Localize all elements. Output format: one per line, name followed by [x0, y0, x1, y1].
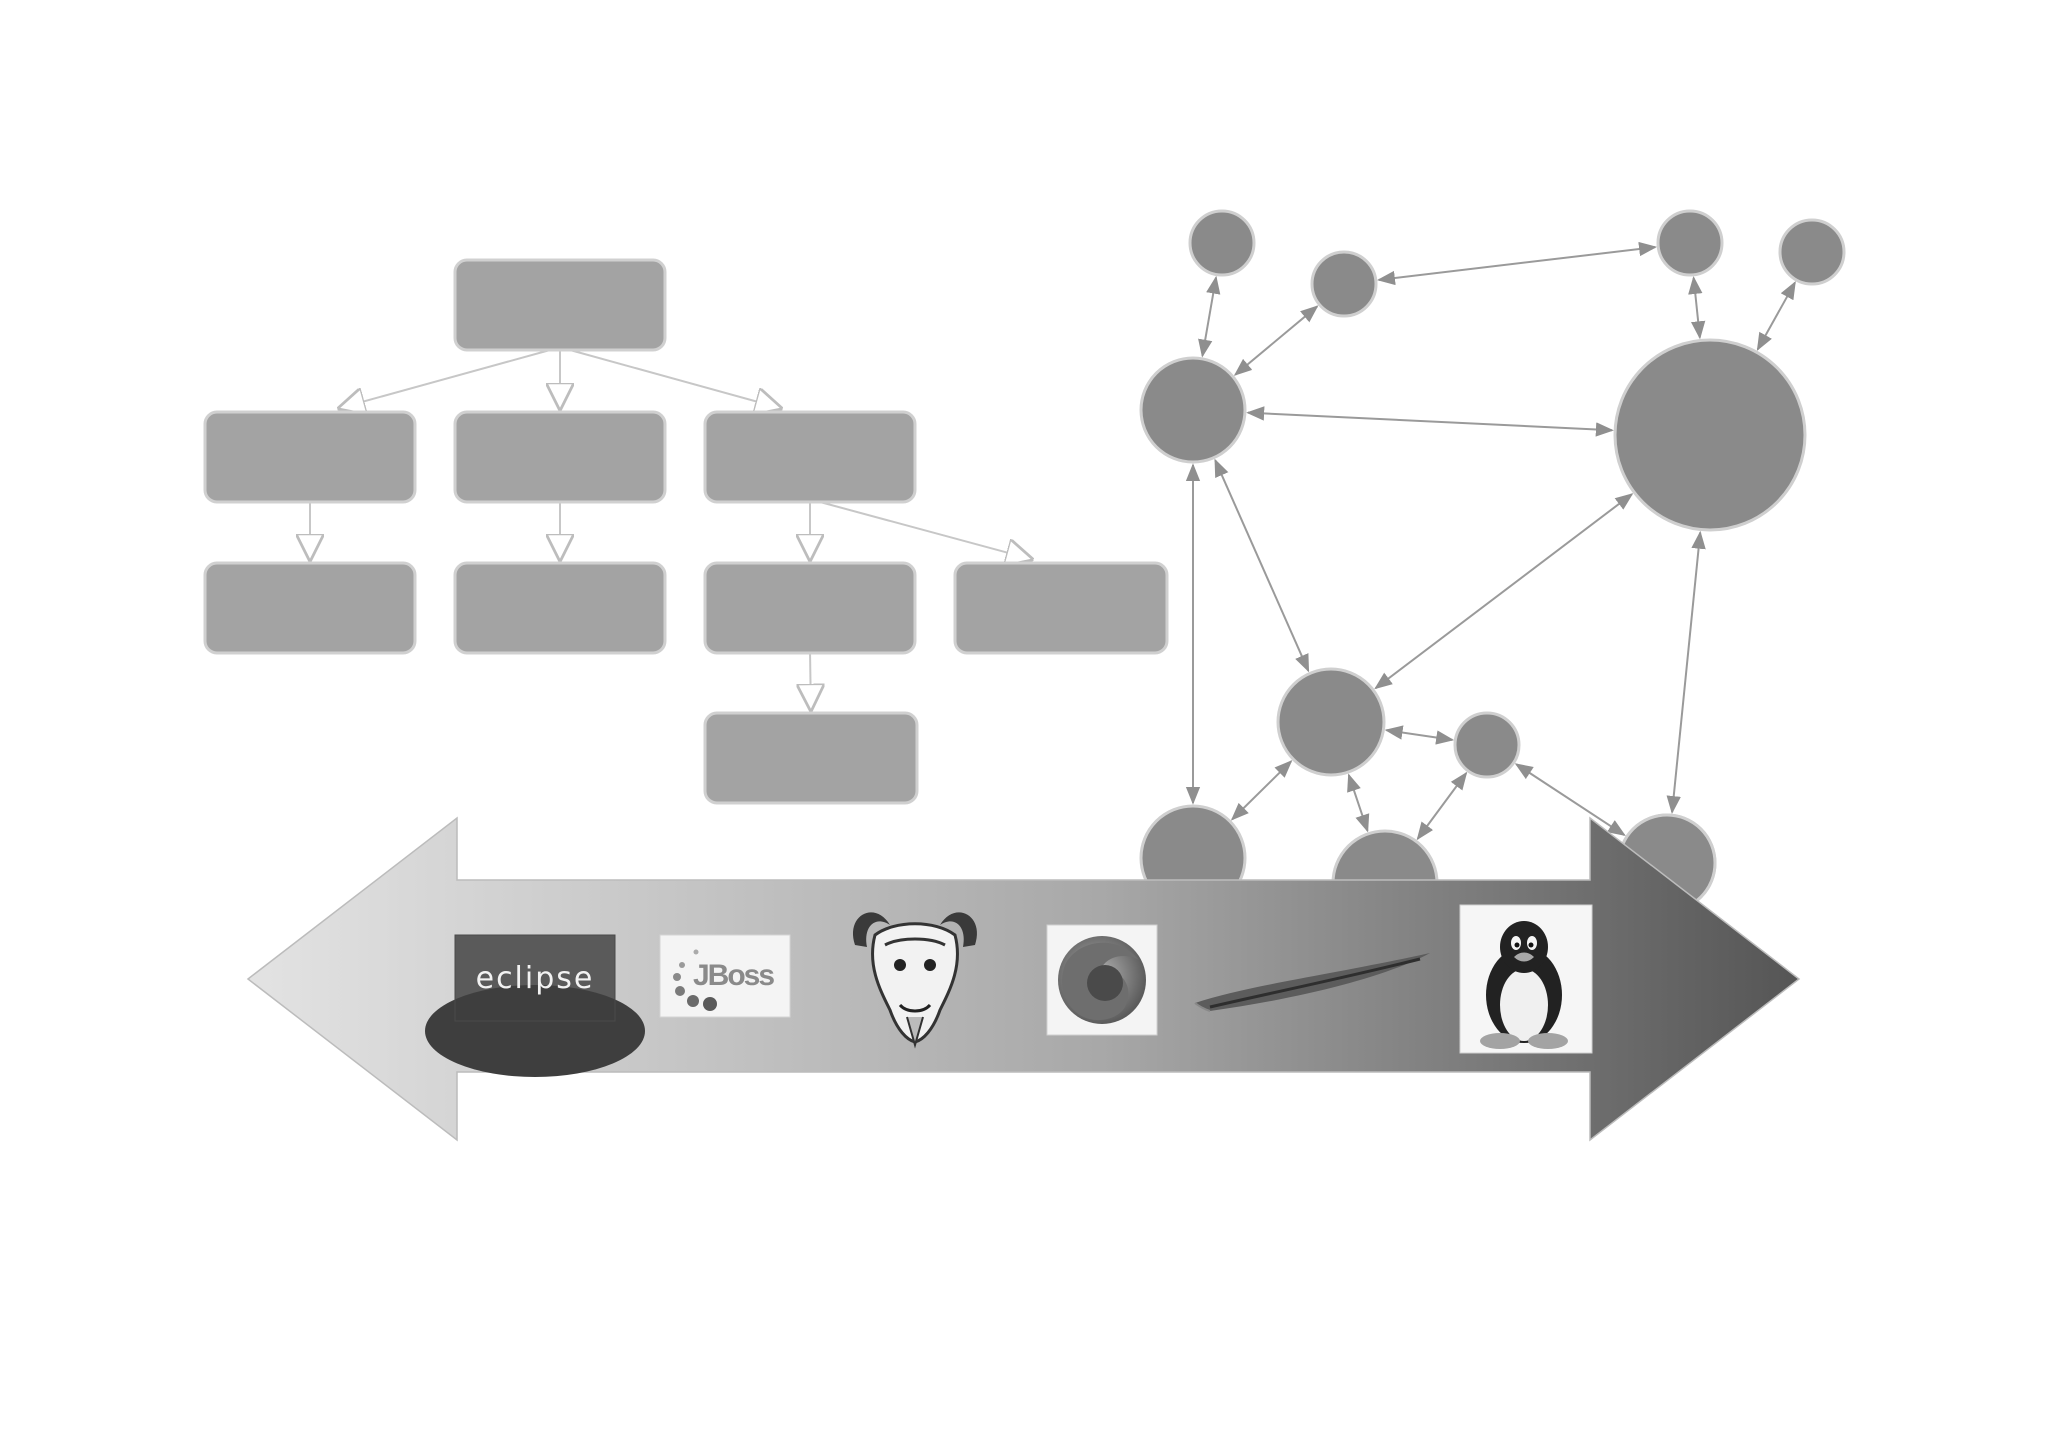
graph-edge: [1688, 276, 1706, 340]
graph-edge: [1756, 280, 1796, 351]
tux-linux-logo: [1459, 904, 1593, 1054]
tree-box: [453, 410, 667, 504]
graph-edge: [1374, 493, 1634, 690]
apache-feather-logo: [1194, 953, 1430, 1012]
tree-box: [203, 561, 417, 655]
graph-edges: [1185, 241, 1796, 841]
graph-edge: [1233, 305, 1319, 376]
double-arrow: [246, 816, 1801, 1142]
jboss-logo: JBoss: [659, 934, 791, 1018]
tree-box: [703, 410, 917, 504]
tree-box: [703, 711, 919, 805]
tree-edge: [819, 501, 1031, 559]
eclipse-logo: eclipse: [425, 934, 645, 1077]
graph-edge: [1214, 458, 1310, 673]
graph-edge: [1246, 406, 1614, 437]
tree-edge: [569, 349, 780, 408]
tree-edges: [310, 349, 1031, 709]
graph-edge: [1416, 771, 1468, 841]
graph-node: [1139, 356, 1247, 464]
graph-edge: [1384, 725, 1455, 745]
graph-node: [1656, 209, 1724, 277]
tree-box: [453, 258, 667, 352]
graph-node: [1613, 338, 1807, 532]
graph-edge: [1666, 530, 1706, 815]
graph-node: [1188, 209, 1256, 277]
tree-box: [453, 561, 667, 655]
graph-edge: [1514, 763, 1626, 837]
firefox-logo: [1046, 924, 1158, 1036]
graph-edge: [1230, 760, 1293, 821]
tree-edge: [340, 349, 551, 408]
graph-edge: [1347, 773, 1370, 833]
graph-edge: [1198, 275, 1221, 358]
tree-box: [703, 561, 917, 655]
tree-boxes: [203, 258, 1169, 805]
graph-nodes: [1139, 209, 1846, 937]
graph-node: [1310, 250, 1378, 318]
gnu-logo: [853, 912, 977, 1049]
jboss-logo-text: JBoss: [693, 959, 774, 992]
tree-box: [953, 561, 1169, 655]
eclipse-logo-text: eclipse: [476, 961, 595, 996]
graph-edge: [1376, 241, 1658, 286]
graph-node: [1778, 218, 1846, 286]
tree-edge: [810, 652, 811, 709]
graph-node: [1453, 711, 1521, 779]
graph-node: [1276, 667, 1386, 777]
tree-box: [203, 410, 417, 504]
